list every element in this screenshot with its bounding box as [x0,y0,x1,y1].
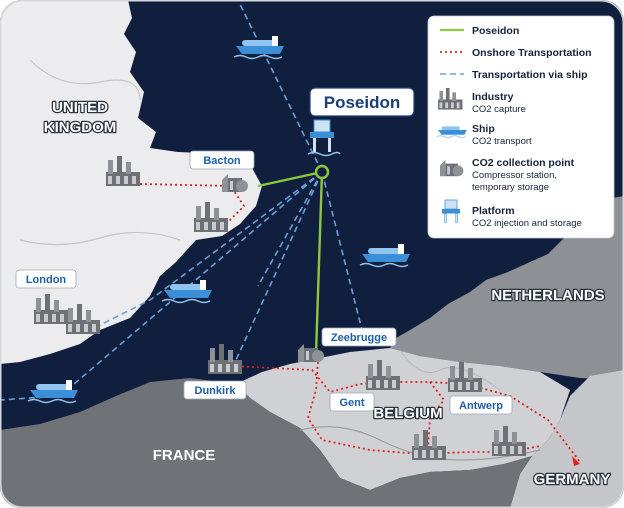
ship-route [321,171,363,331]
legend-item-platform: Platform [472,205,515,217]
legend-item-onshore: Onshore Transportation [472,47,592,59]
legend-item-ship-transport: Transportation via ship [472,69,588,81]
france-land [0,378,532,508]
pipeline-hub [314,164,330,180]
legend-item-industry-sub: CO2 capture [472,104,526,115]
zeebrugge-label: Zeebrugge [331,332,387,344]
london-label: London [26,274,67,286]
ship-route [89,171,323,331]
place-label-dunkirk: Dunkirk [183,380,247,400]
poseidon-title: Poseidon [324,93,401,112]
ship-route [257,171,323,287]
country-label-netherlands: NETHERLANDS [491,287,604,304]
river-line [399,349,501,391]
legend-item-collection-sub2: temporary storage [472,182,549,193]
country-label-uk-line2: KINGDOM [44,119,117,136]
pipeline-segment [257,170,323,188]
platform-icon [442,199,460,223]
legend-item-collection-sub1: Compressor station, [472,170,557,181]
pipeline-segment [314,171,324,355]
place-label-zeebrugge: Zeebrugge [321,327,397,347]
country-label-france: FRANCE [153,447,216,464]
ship-route [235,171,323,361]
onshore-route [139,183,233,187]
uk-river [19,231,181,246]
onshore-route [427,381,446,449]
legend-item-industry: Industry [472,91,514,103]
legend-item-ship: Ship [472,123,495,135]
legend-item-platform-sub: CO2 injection and storage [472,218,582,229]
place-label-gent: Gent [329,392,375,412]
legend-item-ship-sub: CO2 transport [472,136,532,147]
poseidon-title-box: Poseidon [309,87,415,117]
legend-box [427,15,615,239]
onshore-route [465,383,581,463]
poseidon-pipeline [257,170,324,355]
platform-icon [307,119,341,157]
uk-river [29,59,141,101]
antwerp-label: Antwerp [459,400,503,412]
legend: Poseidon Onshore Transportation Transpor… [427,15,615,239]
place-label-antwerp: Antwerp [449,395,513,415]
gent-label: Gent [339,397,364,409]
ship-route [237,0,323,173]
germany-land [510,370,624,508]
place-label-bacton: Bacton [189,150,255,170]
onshore-route [231,365,465,394]
country-label-uk-line1: UNITED [52,99,108,116]
belgium-land [236,348,570,490]
arrowhead [572,456,580,466]
country-label-germany: GERMANY [534,471,611,488]
country-label-belgium: BELGIUM [373,405,442,422]
onshore-route [227,187,246,223]
dunkirk-label: Dunkirk [195,385,237,397]
legend-item-poseidon: Poseidon [472,25,519,37]
legend-item-collection: CO2 collection point [472,157,575,169]
bacton-label: Bacton [203,155,241,167]
place-label-london: London [15,269,77,289]
netherlands-land [390,196,624,380]
onshore-routes [139,183,581,463]
